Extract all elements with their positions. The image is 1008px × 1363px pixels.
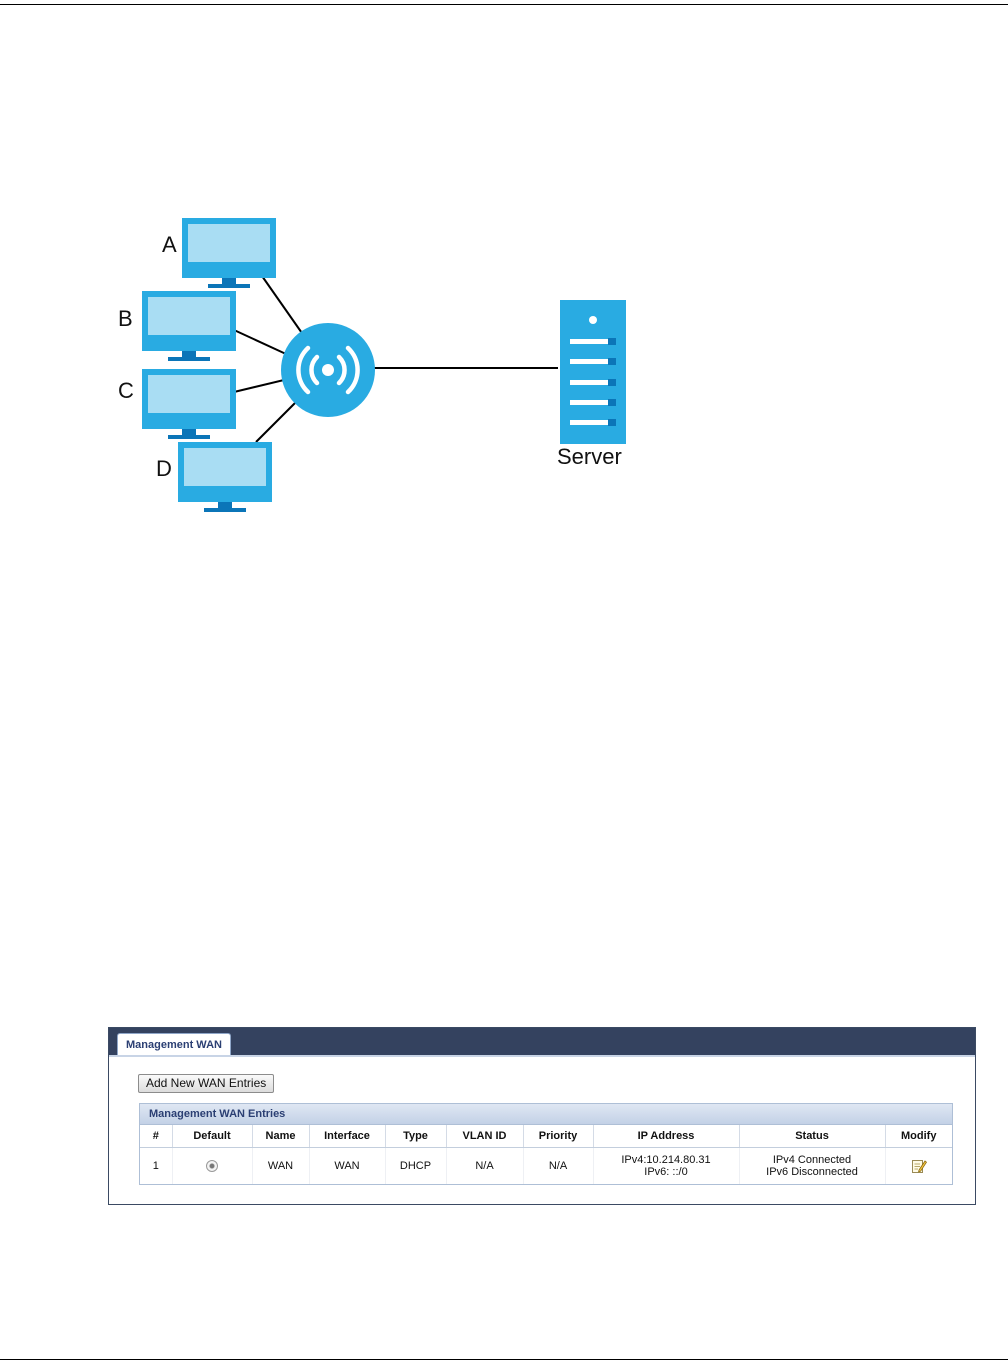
wireless-signal-icon	[281, 323, 375, 417]
client-d	[178, 442, 272, 512]
column-header: Interface	[309, 1125, 385, 1148]
vlan-id-cell: N/A	[446, 1148, 523, 1185]
client-c	[142, 369, 236, 439]
tab-management-wan[interactable]: Management WAN	[117, 1033, 231, 1055]
client-b	[142, 291, 236, 361]
column-header: Type	[385, 1125, 446, 1148]
ipv4-address: IPv4:10.214.80.31	[594, 1154, 739, 1166]
tab-underline	[109, 1055, 975, 1057]
priority-cell: N/A	[523, 1148, 593, 1185]
column-header: Status	[739, 1125, 885, 1148]
default-radio[interactable]	[206, 1160, 218, 1172]
ipv6-address: IPv6: ::/0	[594, 1166, 739, 1178]
column-header: Default	[172, 1125, 252, 1148]
add-new-wan-entries-button[interactable]: Add New WAN Entries	[138, 1074, 274, 1093]
ip-address-cell: IPv4:10.214.80.31 IPv6: ::/0	[593, 1148, 739, 1185]
section-title: Management WAN Entries	[140, 1104, 952, 1125]
table-header-row: # Default Name Interface Type VLAN ID Pr…	[140, 1125, 952, 1148]
link-d	[256, 402, 296, 442]
server-label: Server	[557, 444, 622, 469]
client-label-d: D	[156, 456, 172, 481]
link-b	[234, 330, 286, 354]
ipv6-status: IPv6 Disconnected	[740, 1166, 885, 1178]
name-cell: WAN	[252, 1148, 309, 1185]
column-header: VLAN ID	[446, 1125, 523, 1148]
client-a	[182, 218, 276, 288]
column-header: Modify	[885, 1125, 952, 1148]
modify-cell	[885, 1148, 952, 1185]
column-header: #	[140, 1125, 172, 1148]
ipv4-status: IPv4 Connected	[740, 1154, 885, 1166]
server-tower-icon	[560, 300, 626, 444]
client-label-c: C	[118, 378, 134, 403]
interface-cell: WAN	[309, 1148, 385, 1185]
tab-bar: Management WAN	[109, 1028, 975, 1055]
status-cell: IPv4 Connected IPv6 Disconnected	[739, 1148, 885, 1185]
wan-entries-section: Management WAN Entries # Default Name In…	[139, 1103, 953, 1185]
column-header: Name	[252, 1125, 309, 1148]
link-c	[234, 380, 284, 392]
edit-note-icon[interactable]	[911, 1158, 927, 1174]
client-label-a: A	[162, 232, 177, 257]
management-wan-panel: Management WAN Add New WAN Entries Manag…	[108, 1027, 976, 1205]
bottom-rule	[0, 1359, 1008, 1360]
type-cell: DHCP	[385, 1148, 446, 1185]
network-diagram: A B C D Server	[0, 0, 1008, 540]
column-header: IP Address	[593, 1125, 739, 1148]
table-row: 1 WAN WAN DHCP N/A N/A IPv4:10.214.80.31…	[140, 1148, 952, 1185]
column-header: Priority	[523, 1125, 593, 1148]
default-cell	[172, 1148, 252, 1185]
client-label-b: B	[118, 306, 133, 331]
link-a	[262, 276, 304, 336]
wan-entries-table: # Default Name Interface Type VLAN ID Pr…	[140, 1125, 952, 1184]
row-index: 1	[140, 1148, 172, 1185]
